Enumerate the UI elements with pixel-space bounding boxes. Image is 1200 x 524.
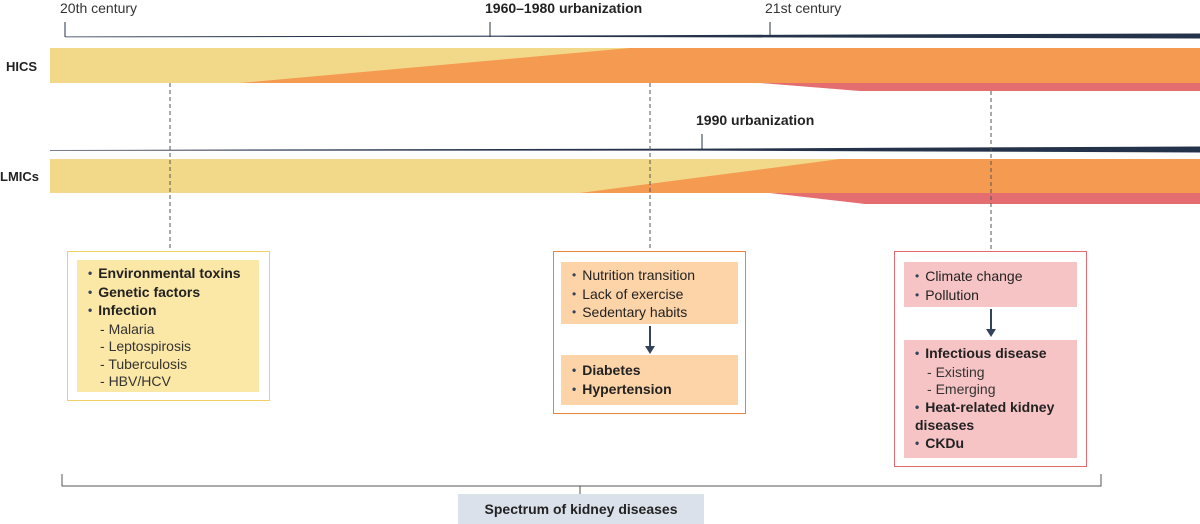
arrow-lifestyle-head <box>645 346 655 354</box>
lifestyle-outcome-list: Diabetes Hypertension <box>572 362 730 399</box>
era-lmics-urbanization: 1990 urbanization <box>696 112 815 128</box>
list-item: Genetic factors <box>88 284 251 303</box>
climate-cause-list: Climate change Pollution <box>915 268 1069 305</box>
row-label-lmics: LMICs <box>0 169 39 184</box>
lifestyle-outcomes-panel: Diabetes Hypertension <box>561 355 738 405</box>
list-subitem: Leptospirosis <box>88 338 251 356</box>
list-item: Lack of exercise <box>572 286 730 305</box>
lmics-timeline-line <box>50 146 1200 153</box>
list-item: Nutrition transition <box>572 267 730 286</box>
climate-causes-panel: Climate change Pollution <box>904 262 1077 307</box>
list-subitem: Existing <box>915 364 1069 382</box>
climate-outcome-list: Infectious disease Existing Emerging Hea… <box>915 345 1069 453</box>
list-item: Climate change <box>915 268 1069 287</box>
lmics-band-red <box>770 193 1200 204</box>
list-item: CKDu <box>915 435 1069 454</box>
lifestyle-era-box: Nutrition transition Lack of exercise Se… <box>553 251 746 414</box>
hics-timeline-line <box>65 33 1200 39</box>
climate-era-box: Climate change Pollution Infectious dise… <box>894 251 1087 467</box>
list-item: Environmental toxins <box>88 265 251 284</box>
list-item: Pollution <box>915 287 1069 306</box>
lmics-band-orange <box>580 159 1200 193</box>
list-item: Infectious disease <box>915 345 1069 364</box>
list-subitem: HBV/HCV <box>88 373 251 391</box>
spectrum-label: Spectrum of kidney diseases <box>458 494 704 524</box>
lifestyle-causes-panel: Nutrition transition Lack of exercise Se… <box>561 262 738 324</box>
list-item: Diabetes <box>572 362 730 381</box>
infectious-factor-list: Environmental toxins Genetic factors Inf… <box>88 265 251 391</box>
infectious-era-panel: Environmental toxins Genetic factors Inf… <box>77 260 259 392</box>
hics-band-orange <box>240 48 1200 83</box>
hics-band-red <box>760 83 1200 91</box>
list-item: Hypertension <box>572 381 730 400</box>
row-label-hics: HICS <box>6 59 38 74</box>
arrow-climate-head <box>986 329 996 337</box>
list-subitem: Emerging <box>915 381 1069 399</box>
list-subitem: Tuberculosis <box>88 356 251 374</box>
spectrum-bracket <box>61 474 1102 487</box>
infectious-era-box: Environmental toxins Genetic factors Inf… <box>67 251 270 401</box>
era-20th-century: 20th century <box>60 0 138 16</box>
era-21st-century: 21st century <box>765 0 842 16</box>
era-hics-urbanization: 1960–1980 urbanization <box>485 0 643 16</box>
list-item: Sedentary habits <box>572 304 730 323</box>
climate-outcomes-panel: Infectious disease Existing Emerging Hea… <box>904 340 1077 458</box>
list-subitem: Malaria <box>88 321 251 339</box>
list-item: Heat-related kidney diseases <box>915 399 1069 435</box>
lifestyle-cause-list: Nutrition transition Lack of exercise Se… <box>572 267 730 323</box>
list-item: Infection <box>88 302 251 321</box>
